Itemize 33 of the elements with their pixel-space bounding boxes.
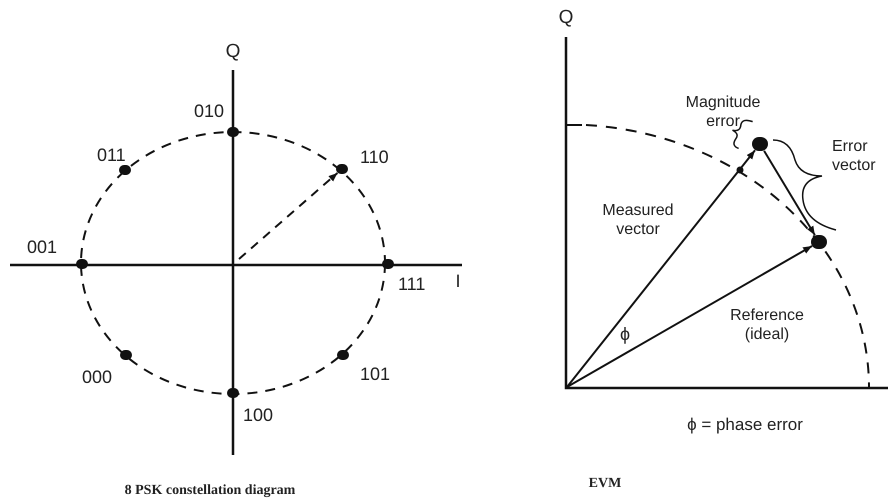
- axis-label: Q: [558, 6, 574, 30]
- bit-label: 101: [360, 363, 390, 385]
- vector-label: Measured vector: [601, 201, 675, 239]
- constellation-point: [336, 164, 348, 174]
- angle-symbol: ϕ: [618, 323, 632, 346]
- constellation-point: [120, 350, 132, 360]
- bit-label: 100: [243, 404, 274, 426]
- figure-caption: 8 PSK constellation diagram: [124, 482, 296, 500]
- bit-label: 011: [97, 144, 126, 166]
- dashed-arrow: [238, 172, 338, 260]
- legend-note: ϕ = phase error: [686, 414, 804, 436]
- bit-label: 110: [360, 146, 389, 168]
- constellation-point: [227, 388, 239, 398]
- constellation-point: [811, 234, 827, 250]
- bit-label: 000: [82, 366, 112, 388]
- figure-caption: EVM: [588, 475, 622, 493]
- constellation-point: [752, 136, 768, 152]
- vector-label: Reference (ideal): [729, 306, 805, 344]
- axis-label: Q: [224, 40, 242, 64]
- constellation-point: [382, 258, 394, 270]
- bit-label: 010: [194, 100, 224, 122]
- axis-label: I: [454, 270, 462, 293]
- bit-label: 001: [27, 236, 58, 258]
- annotation-label: Magnitude error: [684, 93, 762, 131]
- constellation-point: [337, 350, 349, 360]
- constellation-point: [119, 164, 131, 176]
- annotation-label: Error vector: [832, 137, 877, 175]
- arrow: [566, 245, 813, 388]
- constellation-point: [76, 258, 88, 270]
- arrow: [763, 150, 816, 236]
- bit-label: 111: [398, 273, 426, 295]
- constellation-point: [227, 126, 239, 138]
- arrow: [566, 150, 756, 388]
